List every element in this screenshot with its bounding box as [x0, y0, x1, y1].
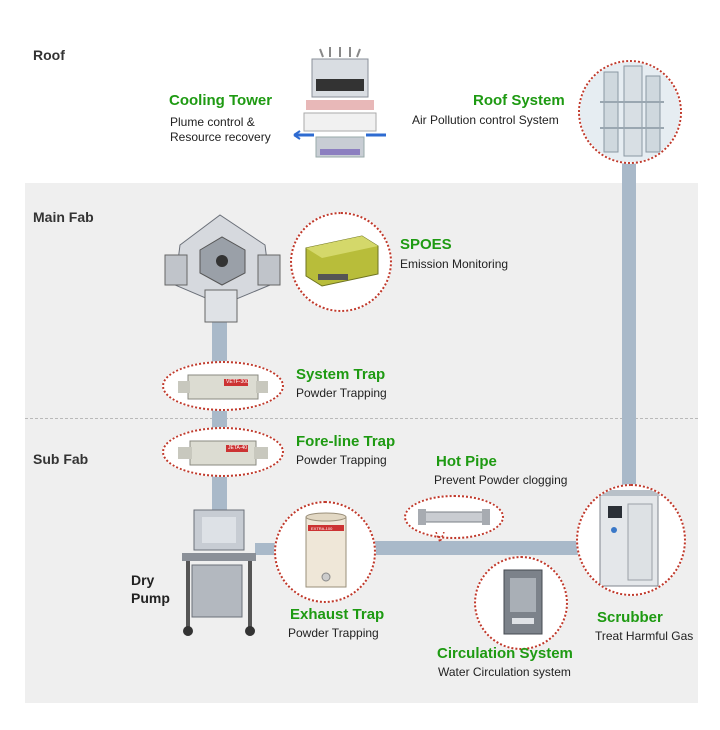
scrubber-name: Scrubber	[597, 609, 663, 626]
dry-pump-label-line-2: Pump	[131, 590, 170, 606]
exhaust-trap-circle: EXTRA-100	[274, 501, 376, 603]
hot-pipe-desc: Prevent Powder clogging	[434, 473, 568, 487]
roof-system-name: Roof System	[473, 92, 565, 109]
cooling-tower-desc-2: Resource recovery	[170, 130, 271, 144]
scrubber-circle	[576, 484, 686, 596]
circulation-system-illustration	[503, 569, 543, 635]
dry-pump-illustration	[182, 509, 256, 636]
circulation-system-circle	[474, 556, 568, 650]
foreline-trap-illustration	[178, 440, 268, 466]
zone-label-roof: Roof	[33, 47, 65, 63]
circulation-system-name: Circulation System	[437, 645, 573, 662]
roof-system-desc: Air Pollution control System	[412, 113, 559, 127]
exhaust-horizontal-pipe	[372, 541, 582, 555]
cooling-tower-illustration	[293, 47, 386, 158]
process-vertical-pipe	[212, 300, 227, 540]
zone-label-main-fab: Main Fab	[33, 209, 94, 225]
exhaust-trap-tag: EXTRA-100	[311, 526, 333, 531]
foreline-trap-tag: JETA-40	[228, 445, 248, 451]
pump-to-trap-pipe	[255, 543, 277, 555]
foreline-trap-oval: JETA-40	[162, 427, 284, 477]
hot-pipe-pointer-icon	[435, 532, 445, 544]
dry-pump-label-line-1: Dry	[131, 572, 155, 588]
zone-divider	[25, 418, 698, 419]
roof-to-scrubber-pipe	[622, 160, 636, 505]
hot-pipe-name: Hot Pipe	[436, 453, 497, 470]
foreline-trap-desc: Powder Trapping	[296, 453, 387, 467]
spoes-name: SPOES	[400, 236, 452, 253]
cooling-tower-desc-1: Plume control &	[170, 115, 255, 129]
zone-label-sub-fab: Sub Fab	[33, 451, 89, 467]
hot-pipe-oval	[404, 495, 504, 539]
exhaust-trap-name: Exhaust Trap	[290, 606, 385, 623]
exhaust-trap-illustration	[305, 512, 347, 588]
dry-pump-label: Dry Pump	[131, 571, 170, 607]
hot-pipe-illustration	[418, 509, 490, 525]
scrubber-illustration	[598, 490, 660, 587]
spoes-illustration	[305, 235, 379, 287]
spoes-desc: Emission Monitoring	[400, 257, 509, 271]
scrubber-desc: Treat Harmful Gas	[595, 629, 694, 643]
system-trap-illustration	[178, 374, 268, 400]
circulation-system-desc: Water Circulation system	[438, 665, 571, 679]
roof-system-illustration	[580, 62, 680, 162]
system-trap-oval: VETF-300	[162, 361, 284, 411]
cooling-tower-name: Cooling Tower	[169, 92, 273, 109]
process-chamber-illustration	[164, 214, 281, 323]
system-trap-name: System Trap	[296, 366, 386, 383]
spoes-circle	[290, 212, 392, 312]
exhaust-trap-desc: Powder Trapping	[288, 626, 379, 640]
system-trap-desc: Powder Trapping	[296, 386, 387, 400]
system-trap-tag: VETF-300	[226, 379, 249, 385]
foreline-trap-name: Fore-line Trap	[296, 433, 396, 450]
roof-system-circle	[578, 60, 682, 164]
